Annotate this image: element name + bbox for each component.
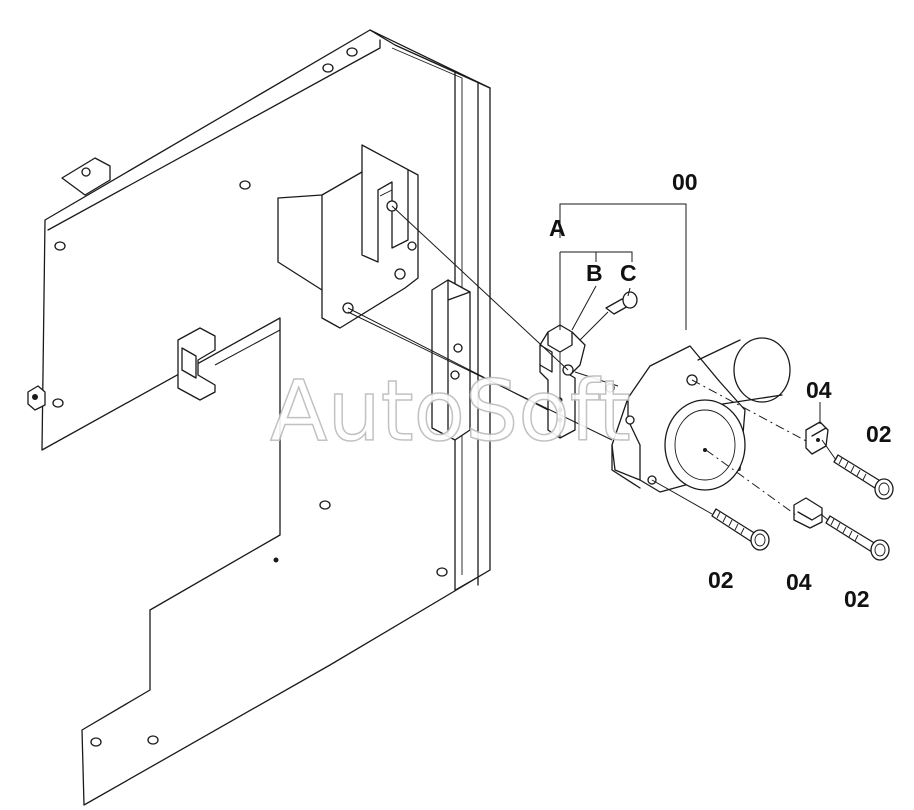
bolt-right-top bbox=[833, 454, 894, 500]
callout-02-right-top: 02 bbox=[866, 421, 892, 447]
motor-actuator bbox=[605, 337, 791, 493]
callout-00: 00 bbox=[672, 169, 698, 195]
watermark-text: AutoSoft bbox=[270, 362, 631, 460]
callout-labels: 00 A B C 04 02 02 04 02 bbox=[549, 169, 892, 612]
spring-clip-bottom bbox=[793, 497, 823, 529]
small-screw bbox=[605, 291, 638, 315]
bolt-left bbox=[711, 508, 770, 551]
bolt-right-bottom bbox=[825, 515, 890, 561]
callout-04-bottom: 04 bbox=[786, 569, 812, 595]
callout-leaders bbox=[559, 203, 821, 424]
callout-a: A bbox=[549, 215, 566, 241]
callout-02-left: 02 bbox=[708, 567, 734, 593]
panel-u-clip bbox=[177, 327, 216, 401]
callout-02-right-bottom: 02 bbox=[844, 586, 870, 612]
alignment-lines bbox=[214, 205, 837, 521]
callout-c: C bbox=[620, 260, 637, 286]
callout-b: B bbox=[586, 260, 603, 286]
spring-clip-top bbox=[805, 421, 829, 455]
callout-04-top: 04 bbox=[806, 377, 832, 403]
